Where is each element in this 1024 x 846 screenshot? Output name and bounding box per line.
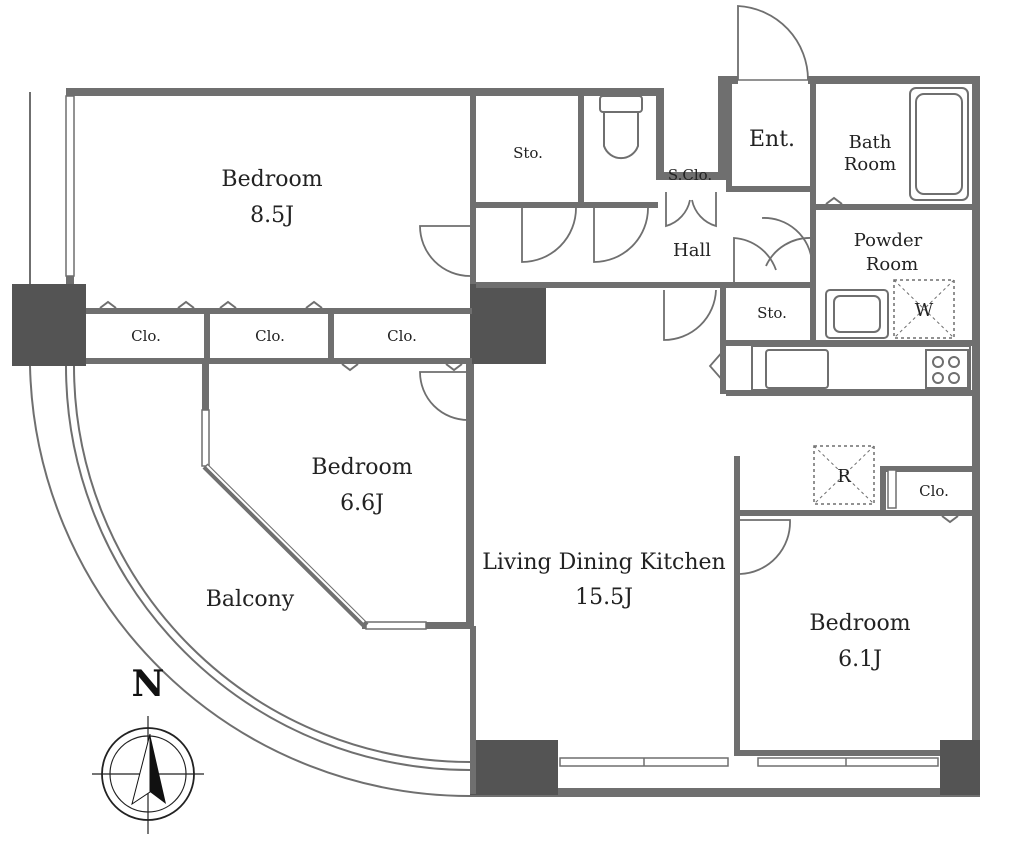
room-labels: Bedroom 8.5J Sto. S.Clo. Ent. Bath Room … — [131, 127, 949, 672]
windows — [65, 95, 939, 767]
bath-room-label-1: Bath — [849, 132, 892, 153]
bedroom-mid-name: Bedroom — [311, 455, 412, 480]
powder-room-label-1: Powder — [854, 230, 923, 251]
hall-label: Hall — [673, 240, 711, 261]
washer-label: W — [915, 300, 934, 321]
balcony-railing — [29, 365, 980, 797]
fixtures — [99, 87, 971, 524]
interior-walls — [86, 84, 974, 794]
structural-pillars — [12, 284, 980, 796]
doors — [419, 5, 813, 575]
bedroom-mid-size: 6.6J — [340, 491, 384, 516]
toilet-icon — [599, 95, 643, 160]
closet-se-label: Clo. — [919, 482, 949, 500]
pillar-southeast — [940, 740, 980, 796]
bedroom-se-size: 6.1J — [838, 647, 882, 672]
bath-room-label-2: Room — [844, 154, 896, 175]
outer-walls — [29, 76, 980, 796]
compass-north-label: N — [132, 663, 165, 705]
closet-2-label: Clo. — [255, 327, 285, 345]
storage-top-label: Sto. — [513, 144, 543, 162]
bedroom-nw-name: Bedroom — [221, 167, 322, 192]
shoe-closet-label: S.Clo. — [668, 166, 712, 184]
kitchen-sink — [765, 349, 829, 389]
bedroom-se-name: Bedroom — [809, 611, 910, 636]
closet-1-label: Clo. — [131, 327, 161, 345]
pillar-center — [470, 284, 546, 364]
storage-mid-label: Sto. — [757, 304, 787, 322]
pillar-west — [12, 284, 86, 366]
closet-3-label: Clo. — [387, 327, 417, 345]
fridge-label: R — [837, 466, 851, 487]
ldk-size: 15.5J — [575, 585, 633, 610]
stove-icon — [925, 349, 969, 389]
ldk-name: Living Dining Kitchen — [482, 550, 725, 575]
compass: N — [92, 663, 204, 834]
balcony-label: Balcony — [206, 587, 295, 612]
entrance-label: Ent. — [749, 127, 795, 152]
powder-room-label-2: Room — [866, 254, 918, 275]
pillar-south — [470, 740, 558, 796]
bedroom-nw-size: 8.5J — [250, 203, 294, 228]
